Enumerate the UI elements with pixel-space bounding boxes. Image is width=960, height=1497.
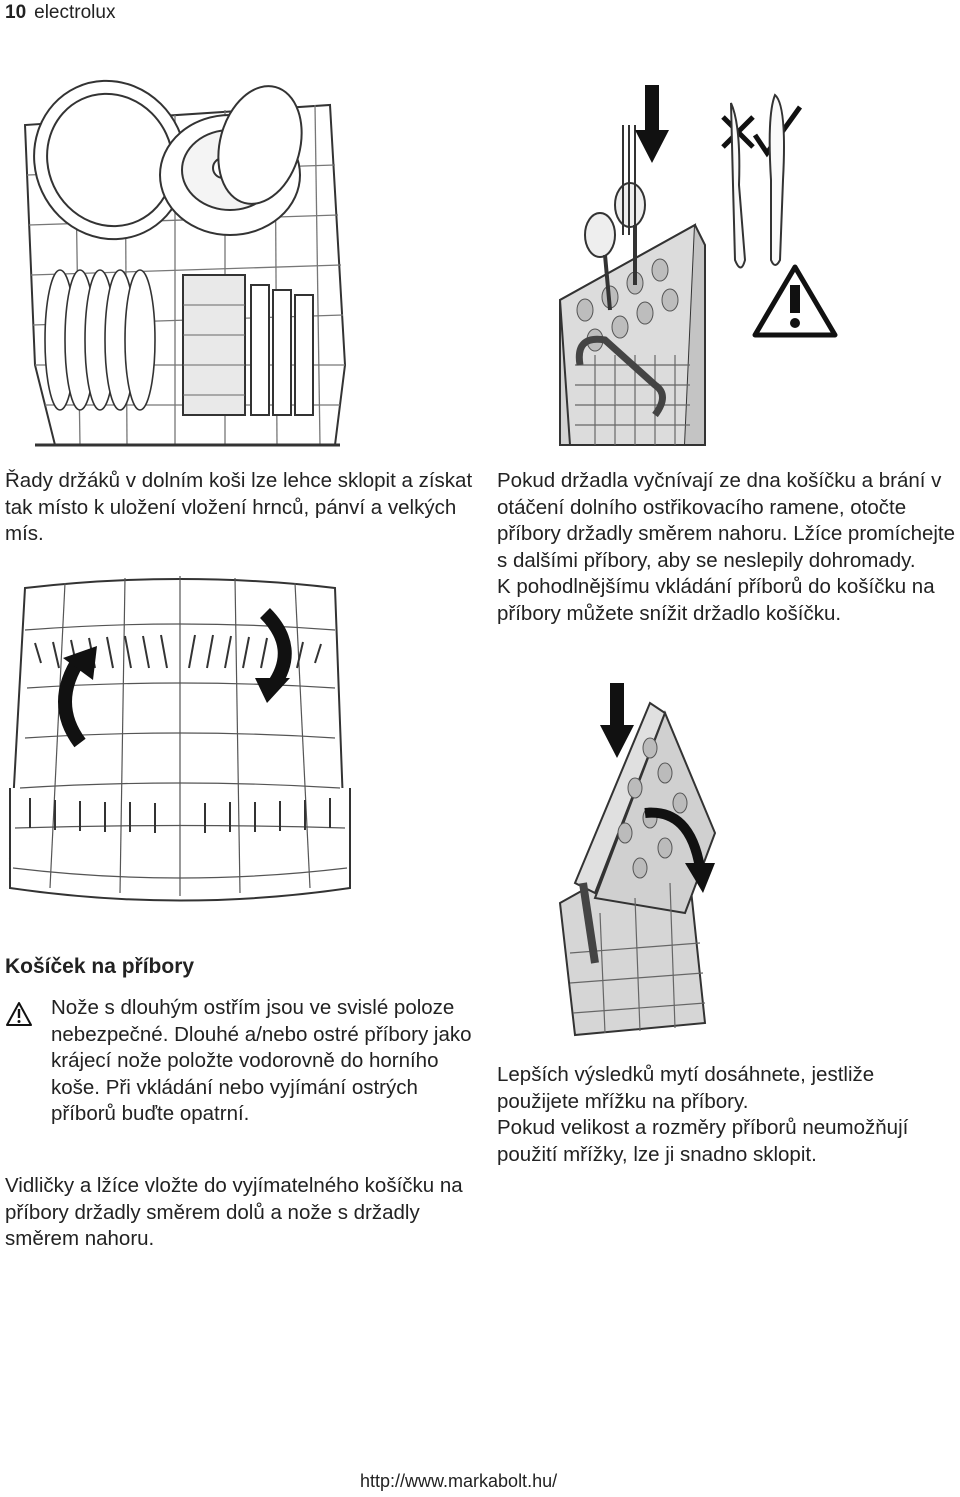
page-header: 10 electrolux [5,0,115,26]
warning-triangle-icon [5,1001,33,1032]
warning-triangle-icon [752,264,838,338]
page-number: 10 [5,2,27,23]
rotate-arrow-left-icon [58,646,97,748]
arrow-down-icon [600,683,634,758]
cutlery-basket-handles-illustration [555,85,960,455]
warning-block: Nože s dlouhým ostřím jsou ve svislé pol… [5,995,475,1128]
lower-basket-caption: Řady držáků v dolním koši lze lehce sklo… [5,469,473,545]
cutlery-basket-lower-handle-illustration [555,683,725,1041]
check-mark-icon [752,105,803,158]
grid-paragraph-2: Pokud velikost a rozměry příborů neumožň… [497,1116,909,1166]
cutlery-handles-paragraph: Pokud držadla vyčnívají ze dna košíčku a… [497,469,956,572]
rotate-arrow-right-icon [255,608,292,703]
knife-handle-up-icon [768,93,785,266]
grid-paragraph-1: Lepších výsledků mytí dosáhnete, jestliž… [497,1063,875,1113]
rotate-arrow-icon [644,807,715,893]
knife-vertical-icon [730,102,747,269]
folding-rack-illustration [5,568,355,920]
grid-caption: Lepších výsledků mytí dosáhnete, jestliž… [497,1062,960,1168]
lower-basket-loaded-illustration [5,65,355,450]
instructions-text: Vidličky a lžíce vložte do vyjímatelného… [5,1174,463,1250]
footer-url[interactable]: http://www.markabolt.hu/ [360,1471,558,1491]
section-title: Košíček na příbory [5,955,195,978]
arrow-down-icon [635,85,669,163]
warning-text: Nože s dlouhým ostřím jsou ve svislé pol… [51,996,472,1125]
cutlery-handle-lower-paragraph: K pohodlnějšímu vkládání příborů do koší… [497,575,935,625]
cutlery-handles-caption: Pokud držadla vyčnívají ze dna košíčku a… [497,468,960,627]
brand-name: electrolux [34,2,116,23]
